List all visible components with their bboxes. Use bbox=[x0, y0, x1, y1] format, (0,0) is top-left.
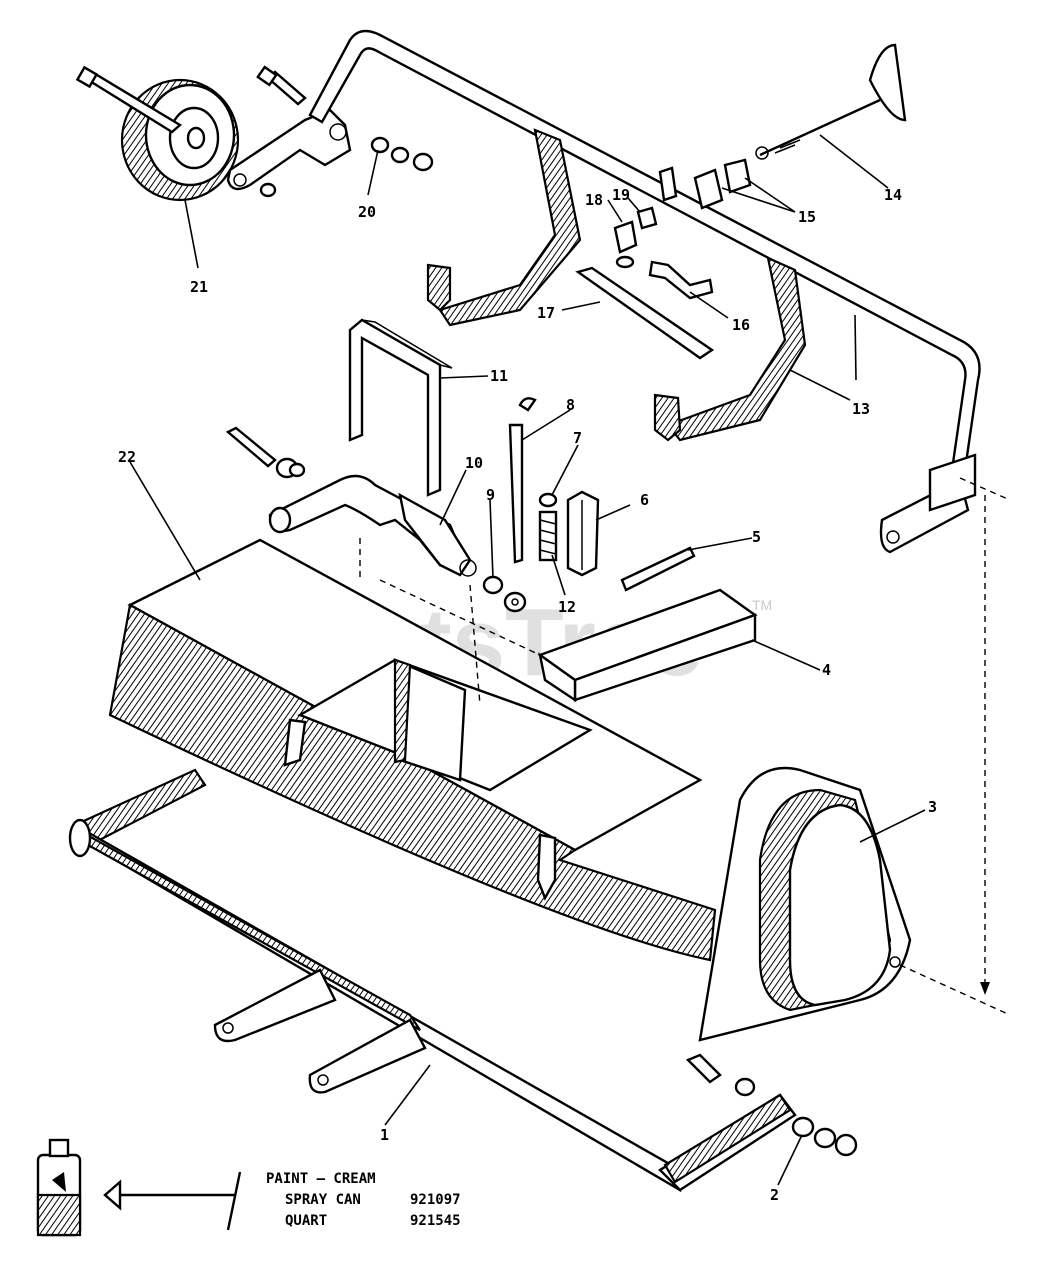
paint-note: PAINT — CREAM SPRAY CAN 921097 QUART 921… bbox=[266, 1171, 461, 1229]
part-4-channel bbox=[537, 588, 758, 703]
callout-21: 21 bbox=[190, 278, 208, 296]
part-12-spring bbox=[538, 510, 558, 562]
part-8-rod bbox=[508, 397, 537, 564]
part-22-hopper bbox=[108, 538, 717, 962]
callout-15: 15 bbox=[798, 208, 816, 226]
callout-20: 20 bbox=[358, 203, 376, 221]
callout-19: 19 bbox=[612, 186, 630, 204]
part-16-bracket bbox=[648, 260, 714, 300]
part-9-washers bbox=[482, 575, 527, 613]
watermark-trademark: TM bbox=[752, 597, 772, 613]
part-18-19-fittings bbox=[613, 206, 658, 269]
callout-1: 1 bbox=[380, 1126, 389, 1144]
paint-row-1-part: 921097 bbox=[410, 1192, 461, 1208]
paint-row-2-label: QUART bbox=[285, 1213, 327, 1229]
callout-2: 2 bbox=[770, 1186, 779, 1204]
part-5-plate bbox=[620, 546, 696, 592]
part-17-bar bbox=[575, 266, 715, 360]
part-21-wheel bbox=[75, 65, 240, 202]
part-3-cover bbox=[698, 766, 912, 1042]
part-14-rod-knob bbox=[759, 43, 907, 157]
callout-7: 7 bbox=[573, 429, 582, 447]
part-15-clips bbox=[658, 146, 769, 210]
spray-can-icon bbox=[36, 1138, 82, 1237]
paint-heading: PAINT — CREAM bbox=[266, 1171, 376, 1187]
callout-4: 4 bbox=[822, 661, 831, 679]
callout-18: 18 bbox=[585, 191, 603, 209]
callout-12: 12 bbox=[558, 598, 576, 616]
part-20-bracket bbox=[226, 65, 434, 198]
paint-row-1-label: SPRAY CAN bbox=[285, 1192, 361, 1208]
callout-3: 3 bbox=[928, 798, 937, 816]
callout-13: 13 bbox=[852, 400, 870, 418]
arrow-left-icon bbox=[103, 1171, 242, 1231]
part-6-block bbox=[566, 490, 600, 577]
callout-11: 11 bbox=[490, 367, 508, 385]
part-13-handle-frame bbox=[308, 29, 981, 554]
axis-line bbox=[899, 477, 1011, 1016]
leader-lines bbox=[129, 134, 926, 1186]
callout-labels: 1 2 3 4 5 6 7 8 9 10 11 12 13 14 15 16 1… bbox=[118, 186, 937, 1204]
part-1-frame bbox=[68, 768, 797, 1193]
callout-9: 9 bbox=[486, 486, 495, 504]
callout-22: 22 bbox=[118, 448, 136, 466]
callout-16: 16 bbox=[732, 316, 750, 334]
callout-10: 10 bbox=[465, 454, 483, 472]
callout-14: 14 bbox=[884, 186, 902, 204]
part-10-lever bbox=[225, 426, 477, 577]
callout-5: 5 bbox=[752, 528, 761, 546]
part-2-hardware bbox=[685, 1053, 858, 1157]
callout-17: 17 bbox=[537, 304, 555, 322]
part-7-cap bbox=[538, 492, 558, 508]
callout-8: 8 bbox=[566, 396, 575, 414]
callout-6: 6 bbox=[640, 491, 649, 509]
part-11-u-bracket bbox=[348, 318, 453, 497]
paint-row-2-part: 921545 bbox=[410, 1213, 461, 1229]
